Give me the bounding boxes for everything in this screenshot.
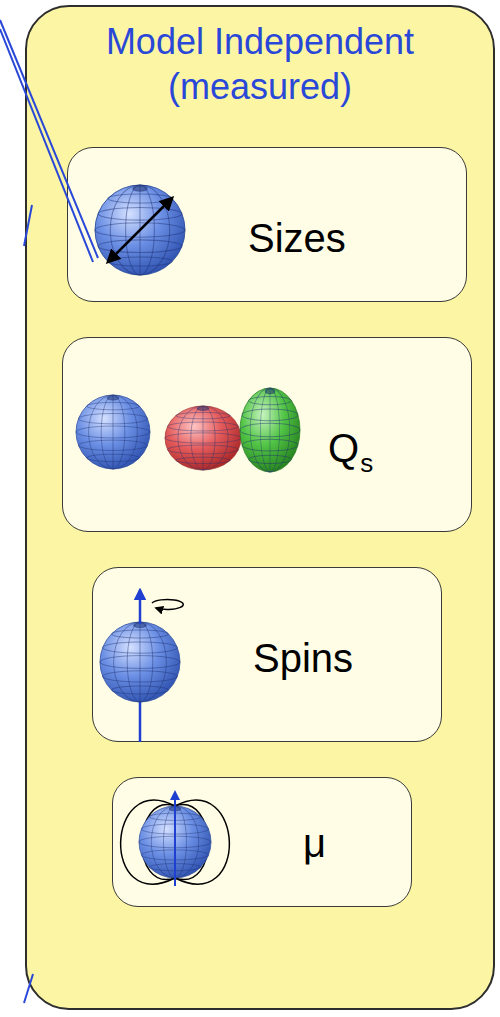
leader-lines-part — [0, 20, 98, 258]
leader-lines-part — [24, 974, 33, 1003]
spin-sphere-part — [139, 700, 142, 742]
quadrupole-shapes-part — [240, 388, 300, 472]
quadrupole-shapes-part — [76, 395, 150, 469]
leader-lines-part — [0, 29, 93, 262]
size-sphere — [95, 185, 185, 275]
panel-title: Model Independent (measured) — [27, 19, 493, 109]
text-holder: Spins — [253, 634, 353, 682]
spin-sphere-part — [100, 622, 180, 702]
text-holder: s — [360, 448, 373, 479]
text-holder: Q — [328, 424, 359, 472]
magnetic-moment-sphere-part — [142, 805, 175, 880]
magnetic-moment-sphere-part — [121, 800, 175, 884]
magnetic-moment-sphere-part — [175, 800, 229, 884]
property-label: Sizes — [248, 214, 346, 262]
quadrupole-shapes-part — [165, 406, 241, 470]
quadrupole-shapes-part — [240, 388, 300, 472]
property-box: Qs — [62, 337, 472, 532]
size-sphere-part — [95, 185, 185, 275]
spin-sphere-part — [100, 622, 180, 702]
magnetic-moment-sphere-part — [174, 792, 176, 886]
size-sphere-part — [108, 198, 172, 262]
leader-lines — [0, 20, 98, 1003]
magnetic-moment-sphere-part — [139, 806, 211, 878]
spin-sphere-part — [100, 622, 180, 702]
property-label: μ — [303, 819, 326, 867]
quadrupole-shapes — [76, 388, 300, 472]
magnetic-moment-sphere — [121, 792, 230, 886]
quadrupole-shapes-part — [76, 395, 150, 469]
property-box: μ — [112, 777, 412, 907]
spin-sphere — [100, 590, 183, 742]
text-holder: μ — [303, 819, 326, 867]
leader-lines-part — [24, 205, 32, 246]
quadrupole-shapes-part — [165, 406, 241, 470]
size-sphere-part — [95, 185, 185, 275]
property-label: Spins — [253, 634, 353, 682]
spin-sphere-part — [152, 599, 183, 609]
size-sphere-part — [95, 185, 185, 275]
property-box: Spins — [92, 567, 442, 742]
quadrupole-shapes-part — [240, 388, 300, 472]
magnetic-moment-sphere-part — [175, 805, 208, 880]
magnetic-moment-sphere-part — [139, 806, 211, 878]
property-label: Q — [328, 424, 359, 472]
spin-sphere-part — [139, 590, 142, 624]
subscript-label: s — [360, 448, 373, 479]
property-box: Sizes — [67, 147, 467, 302]
outer-panel: SizesQsSpins μ Model Independent (measured… — [25, 5, 495, 1010]
quadrupole-shapes-part — [76, 395, 150, 469]
text-holder: Sizes — [248, 214, 346, 262]
magnetic-moment-sphere-part — [139, 806, 211, 878]
magnetic-moment-sphere-part — [121, 800, 230, 884]
quadrupole-shapes-part — [165, 406, 241, 470]
